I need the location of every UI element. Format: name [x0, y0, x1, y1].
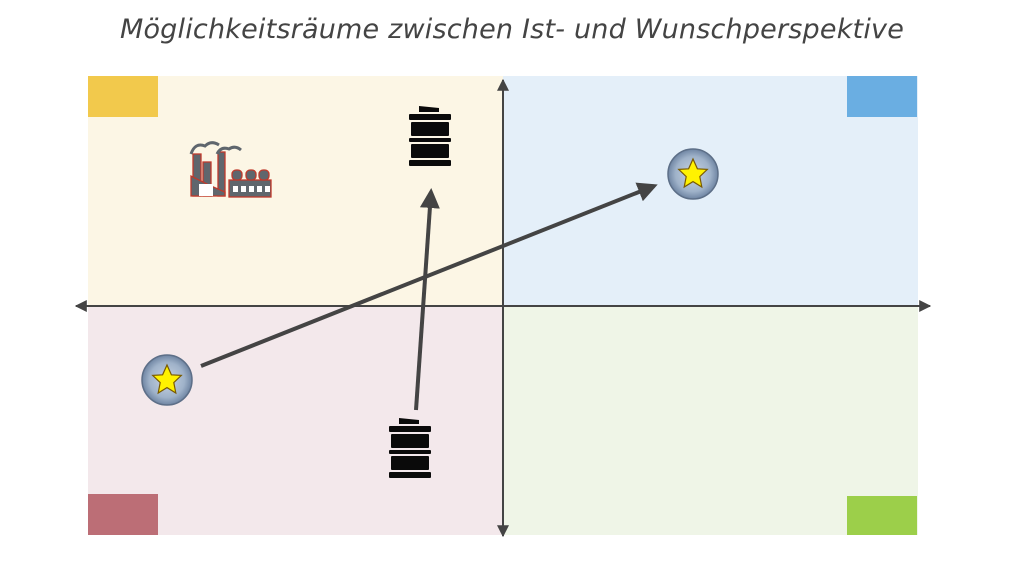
- oil-barrel-icon: [389, 418, 431, 478]
- arrow-star-to-star: [200, 182, 658, 368]
- corner-marker-blue: [847, 76, 917, 117]
- star-badge-icon: [141, 354, 193, 406]
- corner-marker-red: [88, 494, 158, 535]
- corner-marker-yellow: [88, 76, 158, 117]
- star-badge-icon: [667, 148, 719, 200]
- corner-marker-green: [847, 496, 917, 535]
- page-title: Möglichkeitsräume zwischen Ist- und Wuns…: [119, 14, 905, 45]
- arrow-barrel-to-barrel: [414, 188, 440, 411]
- factory-icon: [189, 141, 272, 198]
- oil-barrel-icon: [409, 106, 451, 166]
